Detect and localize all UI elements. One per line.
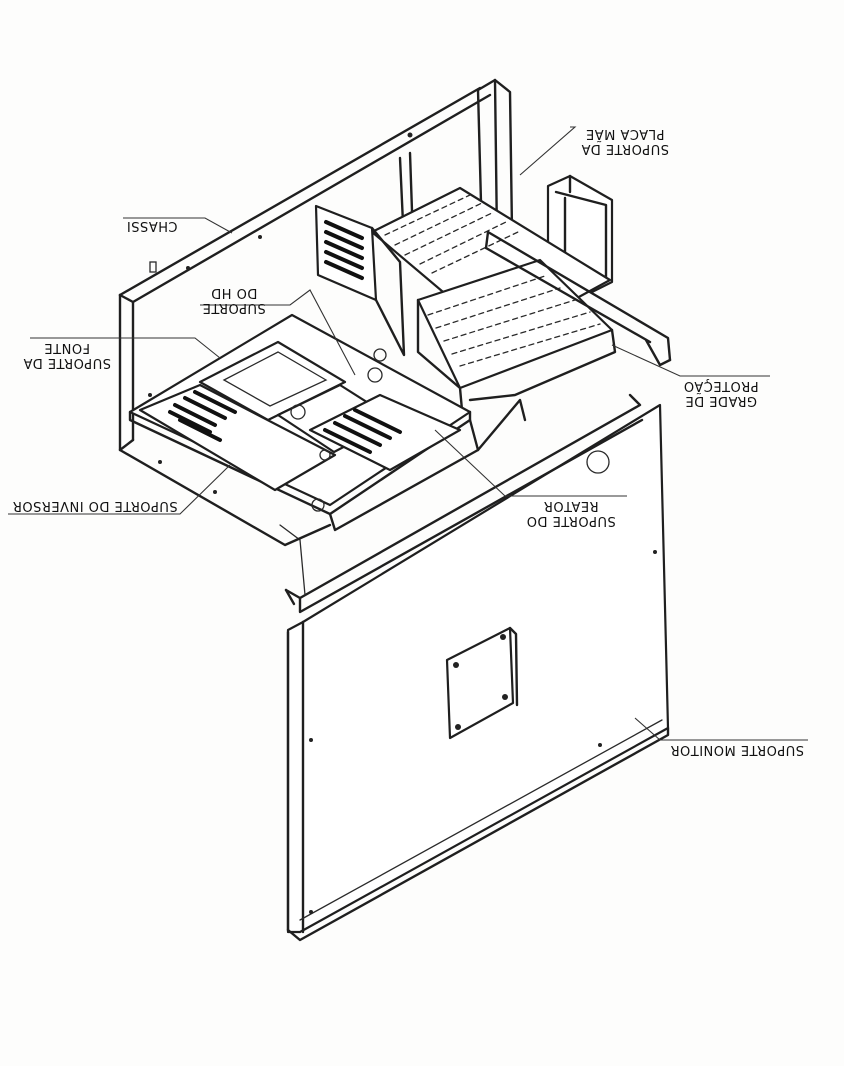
label-line-0: REATOR bbox=[543, 498, 599, 513]
grid-protection bbox=[370, 186, 672, 412]
label-line-1: SUPORTE DO bbox=[526, 513, 616, 528]
label-monitor-support: SUPORTE MONITOR bbox=[664, 742, 810, 757]
label-chassis: CHASSI bbox=[120, 218, 184, 233]
label-hd-support: SUPORTE DO HD bbox=[196, 285, 272, 315]
monitor-mount-plate bbox=[445, 626, 515, 740]
label-line-0: PLACA MÃE bbox=[585, 126, 665, 141]
label-grid-protection: GRADE DE PROTEÇÃO bbox=[678, 378, 764, 408]
reactor-plate bbox=[308, 393, 462, 472]
label-motherboard-support: SUPORTE DA PLACA MÃE bbox=[566, 126, 684, 156]
label-line-1: GRADE DE bbox=[684, 393, 758, 408]
mesh-perforations bbox=[384, 194, 601, 367]
inverter-vents bbox=[168, 390, 237, 442]
label-line-1: SUPORTE DA bbox=[23, 355, 111, 370]
label-power-supply: SUPORTE DA FONTE bbox=[14, 340, 120, 370]
base-tray bbox=[128, 313, 527, 532]
hd-vents bbox=[324, 220, 364, 280]
label-reactor-support: SUPORTE DO REATOR bbox=[518, 498, 624, 528]
label-line-0: SUPORTE MONITOR bbox=[670, 742, 804, 757]
monitor-support-panel bbox=[286, 403, 670, 942]
label-line-1: SUPORTE bbox=[202, 300, 266, 315]
label-line-0: SUPORTE DO INVERSOR bbox=[12, 498, 178, 513]
label-line-0: PROTEÇÃO bbox=[683, 378, 759, 393]
label-line-0: FONTE bbox=[43, 340, 91, 355]
hd-support bbox=[314, 204, 406, 357]
reactor-vents bbox=[323, 408, 402, 454]
hinge-strip bbox=[279, 393, 644, 614]
label-line-1: SUPORTE DA bbox=[581, 141, 669, 156]
label-line-0: CHASSI bbox=[126, 218, 178, 233]
label-inverter-support: SUPORTE DO INVERSOR bbox=[6, 498, 184, 513]
label-line-0: DO HD bbox=[210, 285, 258, 300]
chassis-frame bbox=[118, 78, 514, 547]
leader-lines bbox=[8, 126, 808, 741]
